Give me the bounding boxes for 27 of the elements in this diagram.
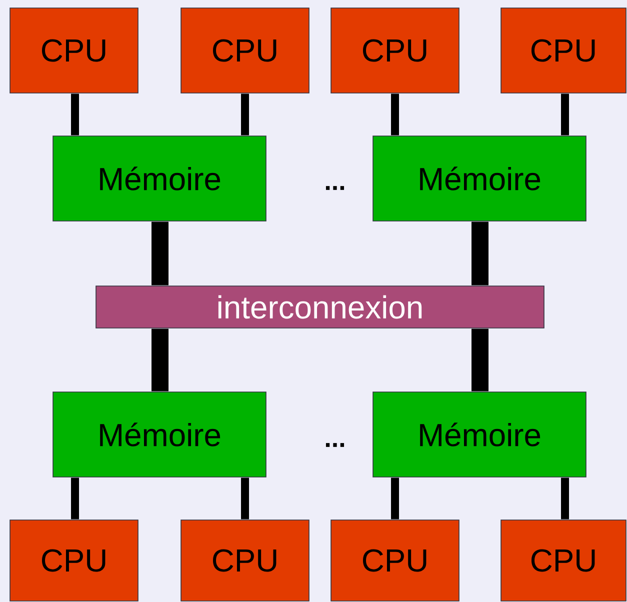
cpu-box: CPU — [10, 520, 138, 602]
connector-line — [241, 478, 249, 520]
cpu-box: CPU — [180, 520, 310, 602]
cpu-box: CPU — [330, 8, 460, 94]
cpu-box: CPU — [180, 8, 310, 94]
memory-box: Mémoire — [52, 392, 266, 478]
connector-line — [561, 94, 569, 136]
cpu-box: CPU — [10, 8, 138, 94]
connector-line — [152, 222, 168, 286]
cpu-box: CPU — [500, 8, 626, 94]
cpu-box: CPU — [330, 520, 460, 602]
connector-line — [241, 94, 249, 136]
cpu-box: CPU — [500, 520, 626, 602]
memory-box: Mémoire — [372, 136, 586, 222]
interconnect-bar: interconnexion — [96, 286, 544, 328]
connector-line — [152, 328, 168, 392]
connector-line — [391, 94, 399, 136]
connector-line — [561, 478, 569, 520]
ellipsis: ... — [326, 443, 344, 447]
connector-line — [391, 478, 399, 520]
memory-box: Mémoire — [372, 392, 586, 478]
connector-line — [472, 328, 488, 392]
ellipsis: ... — [326, 186, 344, 190]
memory-box: Mémoire — [52, 136, 266, 222]
connector-line — [472, 222, 488, 286]
connector-line — [71, 478, 79, 520]
connector-line — [71, 94, 79, 136]
